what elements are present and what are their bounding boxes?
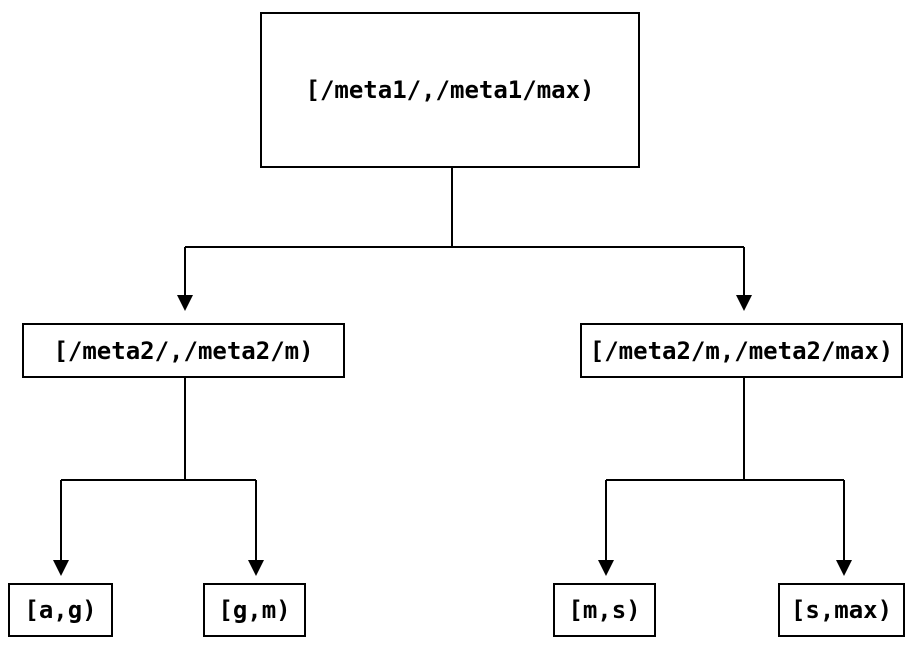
node-leaf-smax-label: [s,max) bbox=[790, 596, 893, 624]
node-meta2-high: [/meta2/m,/meta2/max) bbox=[580, 323, 903, 378]
arrow-down-icon bbox=[598, 560, 614, 576]
node-leaf-smax: [s,max) bbox=[778, 583, 905, 637]
arrow-down-icon bbox=[836, 560, 852, 576]
node-leaf-gm-label: [g,m) bbox=[218, 596, 291, 624]
edge-right-stem bbox=[606, 378, 844, 481]
node-root-label: [/meta1/,/meta1/max) bbox=[305, 76, 595, 104]
arrow-down-icon bbox=[736, 295, 752, 311]
node-leaf-gm: [g,m) bbox=[203, 583, 306, 637]
node-leaf-ag-label: [a,g) bbox=[24, 596, 97, 624]
node-meta2-high-label: [/meta2/m,/meta2/max) bbox=[589, 336, 894, 365]
arrow-down-icon bbox=[177, 295, 193, 311]
node-leaf-ms-label: [m,s) bbox=[568, 596, 641, 624]
node-leaf-ms: [m,s) bbox=[553, 583, 656, 637]
edge-left-stem bbox=[61, 378, 256, 481]
arrow-down-icon bbox=[248, 560, 264, 576]
edge-root-stem bbox=[185, 168, 744, 248]
node-meta2-low: [/meta2/,/meta2/m) bbox=[22, 323, 345, 378]
node-meta2-low-label: [/meta2/,/meta2/m) bbox=[53, 336, 314, 365]
node-leaf-ag: [a,g) bbox=[8, 583, 113, 637]
node-root: [/meta1/,/meta1/max) bbox=[260, 12, 640, 168]
arrow-down-icon bbox=[53, 560, 69, 576]
